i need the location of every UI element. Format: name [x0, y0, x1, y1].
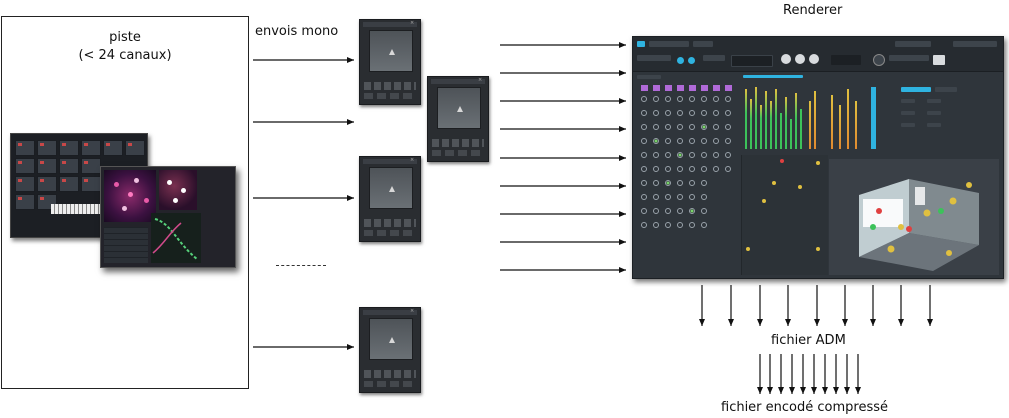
renderer-toolbar	[633, 37, 1003, 72]
spatial-dots-panel	[159, 170, 197, 210]
panner-plugin-1: ×	[359, 19, 421, 105]
bus-meters	[831, 83, 891, 149]
panner-pad	[369, 318, 413, 360]
speaker-layout-2d	[741, 155, 828, 275]
daw-screenshot-spatial	[100, 166, 236, 268]
room-3d-view	[829, 159, 999, 275]
track-title: piste (< 24 canaux)	[2, 29, 248, 65]
panner-pad	[369, 167, 413, 209]
mono-sends-label: envois mono	[255, 24, 339, 39]
panner-plugin-3: ×	[359, 156, 421, 242]
plugin-close-icon: ×	[478, 77, 483, 83]
piano-keyboard	[51, 204, 111, 214]
source-matrix	[639, 83, 737, 273]
track-title-line2: (< 24 canaux)	[78, 48, 172, 63]
output-meters	[745, 83, 825, 149]
plugin-close-icon: ×	[410, 308, 415, 314]
ellipsis-dashes	[276, 265, 326, 266]
panner-plugin-2: ×	[427, 76, 489, 162]
curve-panel	[151, 213, 201, 263]
spatial-view-panel	[104, 170, 156, 222]
plugin-close-icon: ×	[410, 157, 415, 163]
settings-panel	[899, 83, 989, 149]
panner-pad	[369, 30, 413, 72]
mixer-strips	[104, 227, 148, 263]
renderer-screenshot	[632, 36, 1004, 279]
track-title-line1: piste	[109, 30, 141, 45]
adm-file-label: fichier ADM	[771, 333, 846, 348]
panner-plugin-4: ×	[359, 307, 421, 393]
plugin-close-icon: ×	[410, 20, 415, 26]
encoded-file-label: fichier encodé compressé	[721, 400, 889, 415]
renderer-label: Renderer	[783, 3, 843, 18]
panner-pad	[437, 87, 481, 129]
